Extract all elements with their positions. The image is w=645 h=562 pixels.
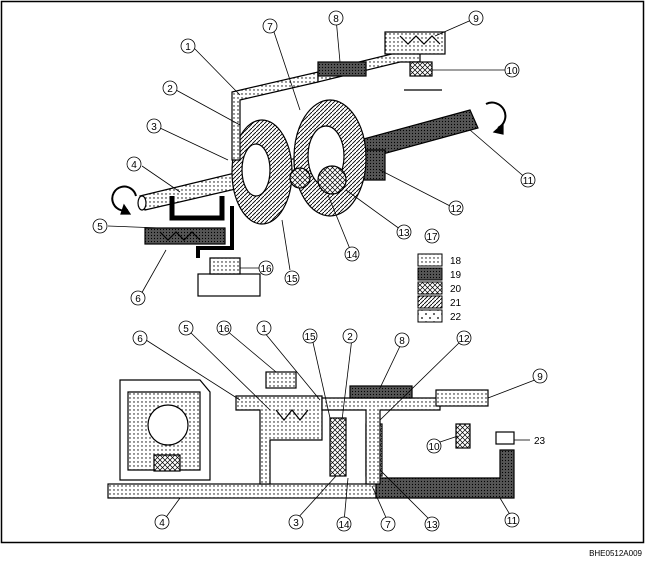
schematic-callout-7: 7 [385,520,391,531]
schematic-callout-10: 10 [428,442,440,453]
legend: 18 19 20 21 22 [417,253,462,323]
schematic-brake-16 [265,371,297,389]
brake-element [317,61,367,77]
support-pipe [196,206,234,258]
callout-3: 3 [151,122,157,133]
callout-2: 2 [167,84,173,95]
schematic-output-shaft [375,449,515,499]
sun-gear [289,167,311,189]
figure-code: BHE0512A009 [589,549,642,558]
schematic-brake-8 [349,385,413,399]
cutaway-callout-labels [92,10,536,306]
front-clutch-pipe [169,196,225,221]
callout-7: 7 [267,22,273,33]
callout-12: 12 [450,204,462,215]
legend-label-20: 20 [450,284,462,295]
callout-5: 5 [97,222,103,233]
legend-swatch-20 [417,281,443,295]
schematic-callout-13: 13 [426,520,438,531]
schematic-callout-8: 8 [399,336,405,347]
schematic-callout-9: 9 [537,372,543,383]
callout-16: 16 [260,264,272,275]
schematic-part-23 [495,431,515,445]
callout-11: 11 [523,176,534,187]
schematic-callout-2: 2 [347,332,353,343]
cutaway-view [111,31,507,297]
front-brake-teeth [159,231,201,241]
callout-9: 9 [473,14,479,25]
callout-10: 10 [506,66,518,77]
schematic-callout-4: 4 [159,518,165,529]
schematic-planet-left [329,417,347,477]
schematic-callout-23: 23 [534,436,546,447]
legend-label-22: 22 [450,312,462,323]
callout-13: 13 [398,228,410,239]
schematic-clutch-5 [235,395,323,485]
schematic-callout-6: 6 [137,334,143,345]
converter-clutch [153,454,181,472]
legend-swatch-22 [417,309,443,323]
input-rotation-arrowhead [120,203,132,215]
schematic-callout-15: 15 [304,332,316,343]
schematic-callout-12: 12 [458,334,470,345]
schematic-callout-5: 5 [183,324,189,335]
legend-swatch-18 [417,253,443,267]
left-drum-hole [241,143,271,197]
schematic-callout-11: 11 [507,516,518,527]
schematic-callout-circles [132,320,548,532]
schematic-clutch-teeth [275,409,309,421]
torque-converter-core [147,404,189,446]
callout-8: 8 [333,14,339,25]
callout-17: 17 [426,232,438,243]
schematic-callout-16: 16 [218,324,230,335]
callout-14: 14 [346,250,358,261]
front-brake-plate [144,227,226,245]
legend-label-18: 18 [450,256,462,267]
legend-label-21: 21 [450,298,462,309]
schematic-brake-9 [435,389,489,407]
callout-6: 6 [135,294,141,305]
one-way-clutch [409,61,433,77]
callout-4: 4 [131,160,137,171]
legend-swatch-19 [417,267,443,281]
legend-label-19: 19 [450,270,462,281]
output-rotation-arrowhead [492,122,504,135]
support-base [197,273,261,297]
schematic-input-shaft [107,483,377,499]
schematic-callout-1: 1 [261,324,267,335]
callout-15: 15 [286,274,298,285]
schematic-callout-3: 3 [293,518,299,529]
diagram-border [0,0,645,544]
legend-swatch-21 [417,295,443,309]
cutaway-callouts [107,17,529,297]
support-brake [209,257,241,275]
callout-1: 1 [185,42,191,53]
input-rotation-arrow [111,185,137,212]
planet-gear [317,165,347,195]
brake-teeth [399,35,441,45]
schematic-view [107,371,515,499]
schematic-oneway-10 [455,423,471,449]
input-shaft-end [137,195,147,211]
schematic-callout-14: 14 [338,520,350,531]
